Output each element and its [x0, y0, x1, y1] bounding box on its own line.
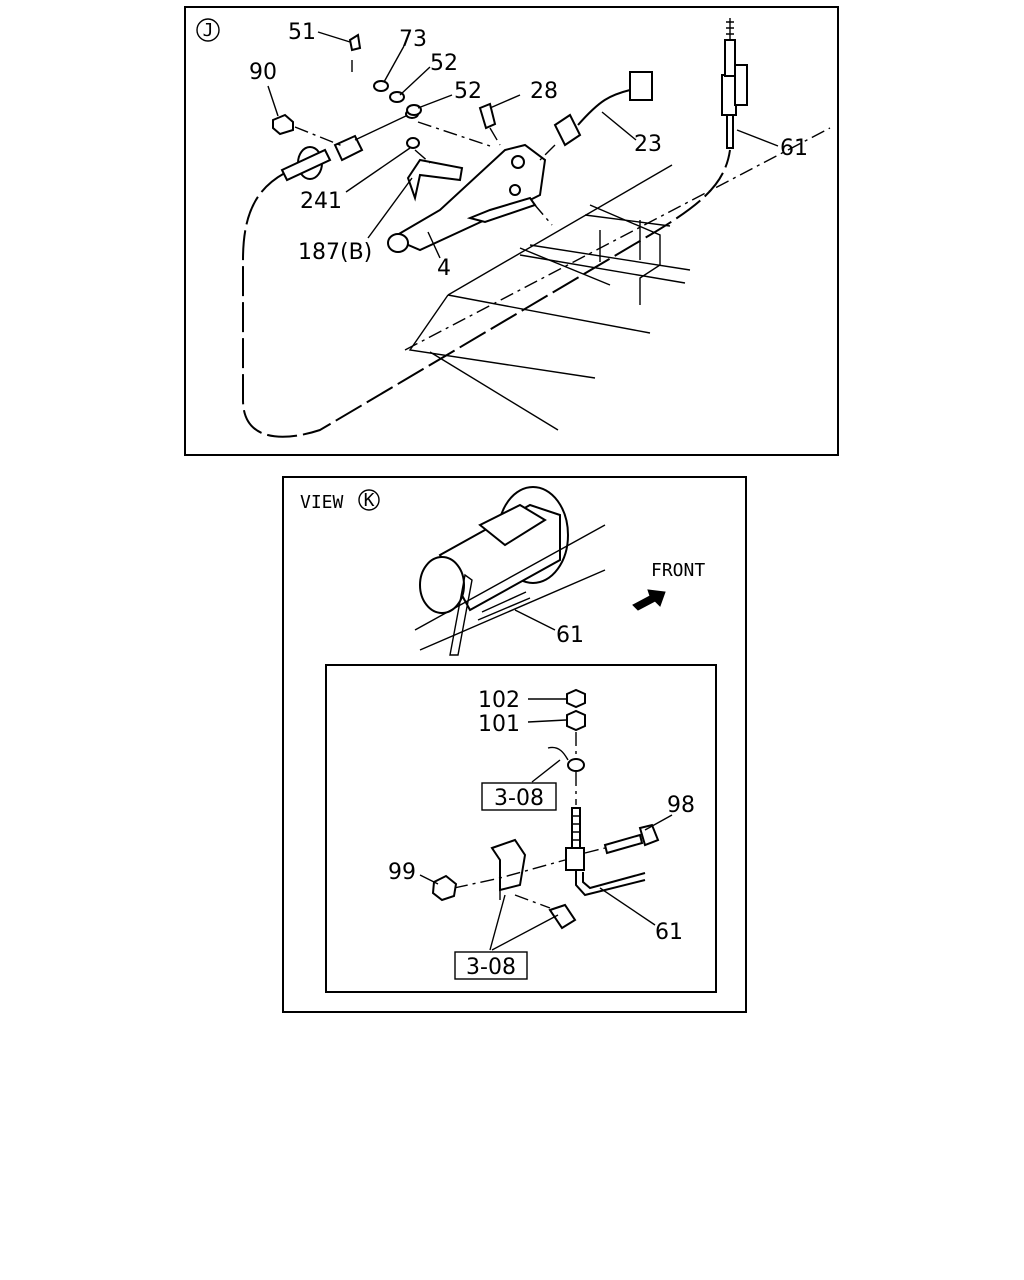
callout-52-b: 52 — [454, 79, 482, 104]
callout-51: 51 — [288, 20, 316, 45]
svg-text:3-08: 3-08 — [466, 955, 516, 980]
lever-assembly-4 — [387, 143, 547, 253]
detail-frame — [325, 664, 717, 993]
pin-241 — [406, 137, 420, 149]
transmission-sketch — [414, 486, 606, 656]
callout-4: 4 — [437, 256, 451, 281]
bracket-187b — [406, 158, 464, 202]
callout-102: 102 — [478, 688, 520, 713]
nut-101 — [566, 709, 586, 732]
detail-parts — [431, 688, 660, 930]
washer-73 — [373, 80, 389, 92]
pin-51 — [348, 33, 362, 52]
washer-52-b — [406, 104, 422, 116]
nut-90 — [272, 113, 294, 136]
view-k-frame — [282, 476, 747, 1013]
callout-detail-61: 61 — [655, 920, 683, 945]
small-hardware-j — [272, 33, 653, 149]
callout-101: 101 — [478, 712, 520, 737]
ref-box-top: 3-08 — [481, 782, 557, 811]
svg-text:3-08: 3-08 — [494, 786, 544, 811]
leader-k-61 — [514, 609, 556, 631]
callout-k-61: 61 — [556, 623, 584, 648]
view-j-frame — [184, 6, 839, 456]
callout-98: 98 — [667, 793, 695, 818]
front-arrow-icon — [632, 589, 666, 611]
callout-241: 241 — [300, 189, 342, 214]
floor-structure — [404, 127, 831, 431]
callout-99: 99 — [388, 860, 416, 885]
nut-102 — [566, 688, 586, 709]
svg-text:VIEW: VIEW — [300, 492, 344, 513]
ref-box-bottom: 3-08 — [454, 951, 528, 980]
bolt-28 — [478, 102, 497, 130]
view-k-heading: VIEW K — [300, 489, 380, 513]
callouts-detail: 102 101 98 99 61 — [388, 688, 695, 945]
callout-28: 28 — [530, 79, 558, 104]
brake-cable-61 — [242, 18, 748, 438]
leaders-detail — [419, 698, 673, 951]
view-j-marker: J — [196, 18, 220, 42]
callout-61: 61 — [780, 136, 808, 161]
svg-text:FRONT: FRONT — [651, 560, 705, 581]
svg-text:K: K — [364, 490, 375, 511]
cable-clevis — [280, 109, 419, 182]
callouts-j: 51 73 52 52 90 28 23 61 241 187(B) 4 — [249, 20, 808, 281]
switch-connector-23 — [553, 71, 653, 147]
leaders-j — [267, 31, 779, 259]
assembly-guides-j — [294, 60, 556, 226]
svg-text:J: J — [203, 20, 214, 41]
callout-187b: 187(B) — [298, 240, 372, 265]
callout-90: 90 — [249, 60, 277, 85]
front-indicator: FRONT — [632, 560, 705, 611]
callout-52-a: 52 — [430, 51, 458, 76]
callout-23: 23 — [634, 132, 662, 157]
callout-73: 73 — [399, 27, 427, 52]
